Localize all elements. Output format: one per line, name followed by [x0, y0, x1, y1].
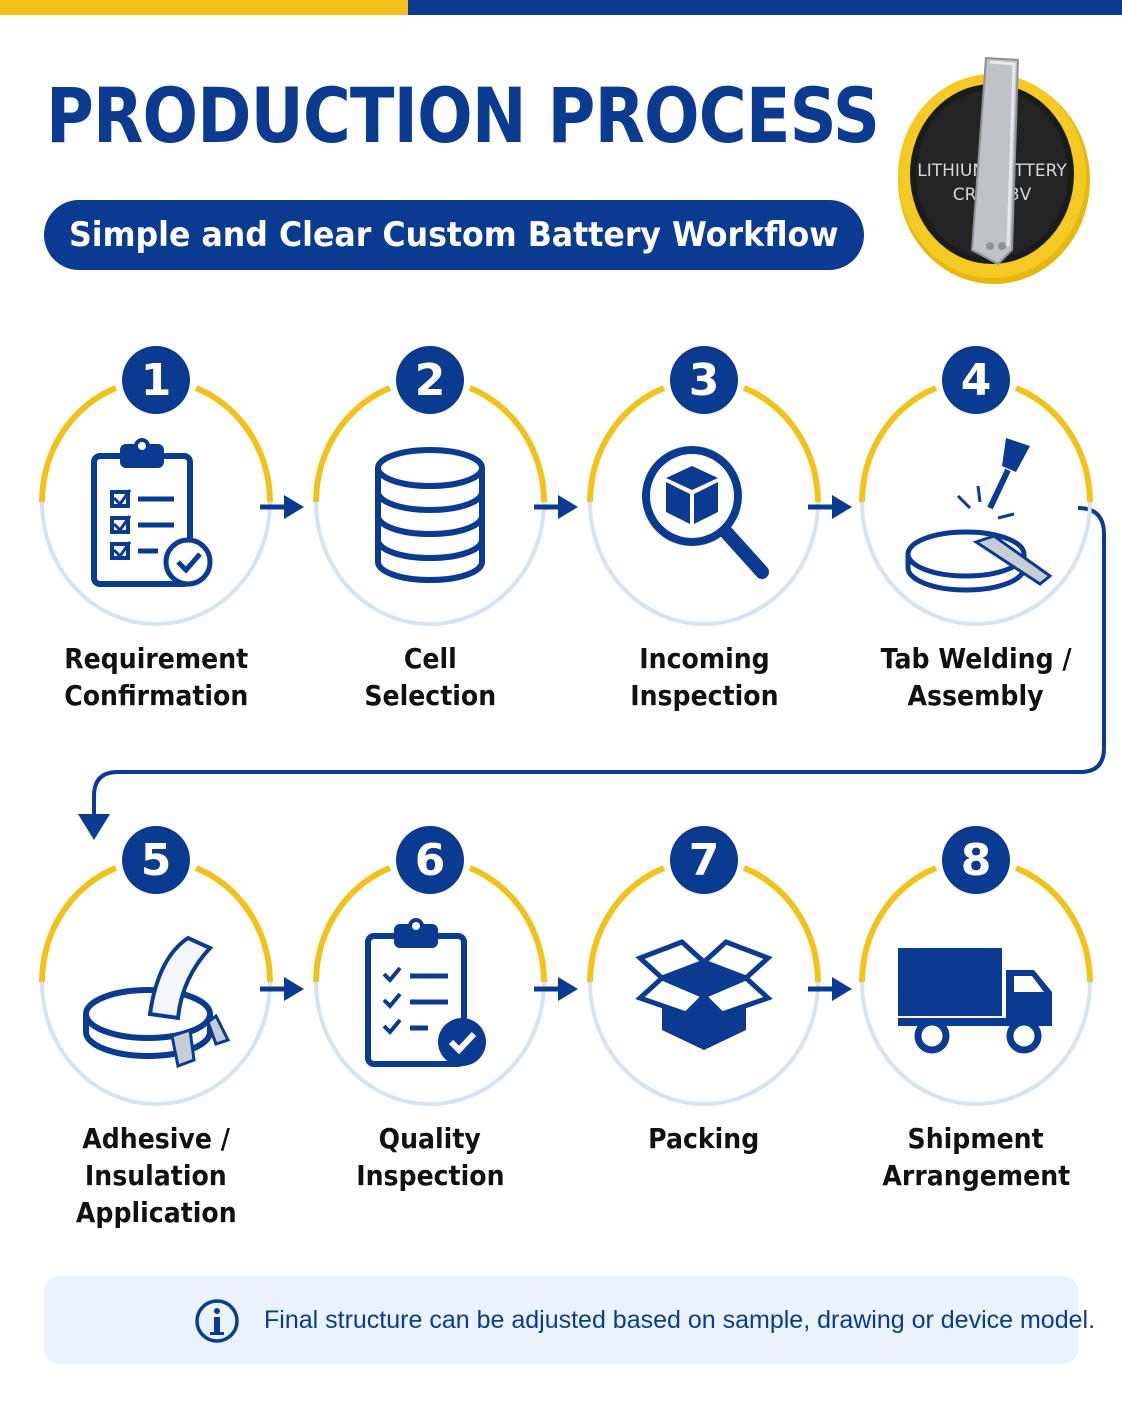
top-accent-bar-yellow — [0, 0, 408, 15]
subtitle-text: Simple and Clear Custom Battery Workflow — [69, 215, 839, 255]
welding-coin-cell-icon — [905, 438, 1053, 593]
process-step-5: 5 Adhesive / Insulation Application — [36, 826, 276, 1278]
step-number-badge: 1 — [122, 346, 190, 414]
step-label-line: Adhesive / — [82, 1122, 230, 1155]
step-label-line: Inspection — [629, 679, 779, 712]
delivery-truck-icon — [898, 948, 1052, 1054]
next-step-arrow-icon — [260, 495, 304, 519]
step-ring — [313, 865, 547, 1106]
step-number-badge: 3 — [670, 346, 738, 414]
step-label: Quality Inspection — [290, 1120, 570, 1194]
process-step-7: 7 Packing — [584, 826, 824, 1278]
step-label-line: Packing — [648, 1122, 760, 1155]
step-number-badge: 7 — [670, 826, 738, 894]
step-label: Adhesive / Insulation Application — [16, 1120, 296, 1231]
step-number-badge: 8 — [942, 826, 1010, 894]
step-label-line: Tab Welding / — [880, 642, 1072, 675]
next-step-arrow-icon — [808, 977, 852, 1001]
adhesive-cell-icon — [83, 935, 231, 1069]
step-label-line: Cell — [403, 642, 457, 675]
step-label: Incoming Inspection — [564, 640, 844, 714]
step-label-line: Insulation — [85, 1159, 227, 1192]
step-ring — [587, 865, 821, 1106]
stacked-cells-icon — [375, 447, 485, 583]
step-label-line: Incoming — [638, 642, 770, 675]
step-label-line: Assembly — [908, 679, 1044, 712]
step-number-badge: 6 — [396, 826, 464, 894]
info-note-text: Final structure can be adjusted based on… — [264, 1305, 1096, 1334]
step-label-line: Inspection — [355, 1159, 505, 1192]
step-number-badge: 5 — [122, 826, 190, 894]
step-label: Tab Welding / Assembly — [836, 640, 1116, 714]
next-step-arrow-icon — [808, 495, 852, 519]
clipboard-checklist-icon — [91, 438, 213, 587]
process-step-1: 1 Requirement Confirmation — [36, 346, 276, 798]
next-step-arrow-icon — [260, 977, 304, 1001]
coin-cell-battery-icon: LITHIUM BATTERY CR2 0 3V — [898, 56, 1090, 284]
step-label-line: Requirement — [64, 642, 248, 675]
subtitle-banner: Simple and Clear Custom Battery Workflow — [44, 200, 864, 270]
process-step-6: 6 Quality Inspection — [310, 826, 550, 1278]
process-step-4: 4 Tab Welding / Assembly — [856, 346, 1096, 798]
step-ring — [859, 385, 1093, 626]
step-label-line: Selection — [364, 679, 496, 712]
open-box-icon — [635, 939, 773, 1050]
step-label-line: Quality — [378, 1122, 482, 1155]
step-ring — [39, 385, 273, 626]
step-label-line: Arrangement — [882, 1159, 1070, 1192]
info-note-box: Final structure can be adjusted based on… — [44, 1276, 1095, 1364]
step-number-badge: 4 — [942, 346, 1010, 414]
step-ring — [39, 865, 273, 1106]
step-ring — [859, 865, 1093, 1106]
next-step-arrow-icon — [534, 977, 578, 1001]
step-ring — [587, 385, 821, 626]
step-number-badge: 2 — [396, 346, 464, 414]
step-label-line: Application — [75, 1196, 237, 1229]
magnifier-box-icon — [642, 446, 769, 579]
step-label: Shipment Arrangement — [836, 1120, 1116, 1194]
step-label: Packing — [564, 1120, 844, 1157]
clipboard-approved-icon — [365, 918, 486, 1067]
process-step-3: 3 Incoming Inspection — [584, 346, 824, 798]
process-step-8: 8 Shipment Arrangement — [856, 826, 1096, 1278]
process-step-2: 2 Cell Selection — [310, 346, 550, 798]
top-accent-bar-blue — [408, 0, 1122, 15]
step-label: Cell Selection — [290, 640, 570, 714]
step-label-line: Shipment — [907, 1122, 1045, 1155]
page-title: PRODUCTION PROCESS — [46, 71, 880, 160]
step-label: Requirement Confirmation — [16, 640, 296, 714]
step-label-line: Confirmation — [63, 679, 249, 712]
next-step-arrow-icon — [534, 495, 578, 519]
info-icon — [195, 1299, 239, 1343]
step-ring — [313, 385, 547, 626]
